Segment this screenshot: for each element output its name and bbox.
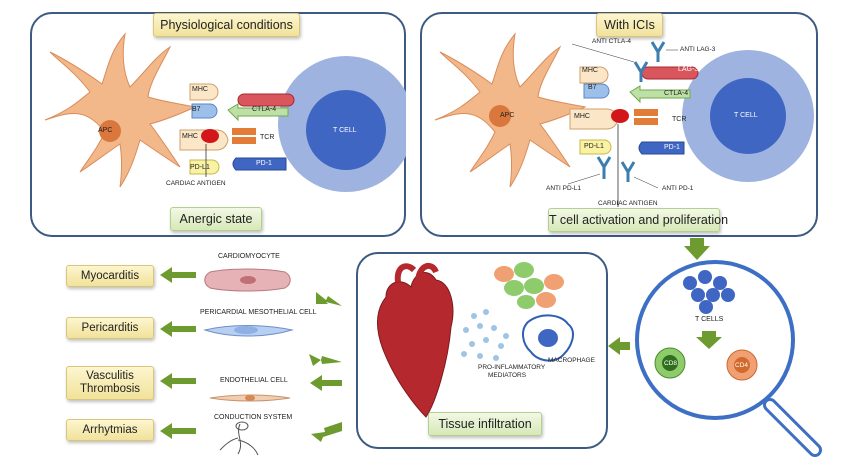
pd1-shape <box>232 157 287 171</box>
apc-label: APC <box>98 127 113 134</box>
cd4-label: CD4 <box>735 362 749 369</box>
tcell-inner <box>710 78 786 154</box>
ctla4-label: CTLA-4 <box>252 106 277 113</box>
outcome-arrows <box>160 267 196 439</box>
cardiomyocyte-label: CARDIOMYOCYTE <box>218 253 280 260</box>
icis-illustration <box>434 32 814 207</box>
cardiac-antigen-label: CARDIAC ANTIGEN <box>598 200 658 207</box>
anti-lag3-antibody <box>650 41 666 62</box>
antigen-shape <box>201 129 219 143</box>
magnifier-illustration <box>635 260 822 457</box>
apc-nucleus <box>489 105 511 127</box>
infiltration-arrows <box>309 292 342 442</box>
mhc-top-label: MHC <box>582 67 598 74</box>
mediators-label-line1: PRO-INFLAMMATORY <box>478 364 546 371</box>
tcr-shape <box>232 128 256 144</box>
pericarditis-box: Pericarditis <box>66 317 154 339</box>
infiltration-illustration <box>377 262 574 418</box>
thrombosis-label: Thrombosis <box>79 383 141 395</box>
left-arrow-to-infiltration <box>608 337 630 355</box>
ctla4-shape <box>227 103 289 122</box>
mesothelial-label: PERICARDIAL MESOTHELIAL CELL <box>200 309 317 316</box>
tissue-infiltration-label: Tissue infiltration <box>428 412 542 436</box>
pdl1-shape <box>189 159 220 175</box>
vasculitis-label: Vasculitis <box>86 370 134 382</box>
mhc-mid-label: MHC <box>182 133 198 140</box>
pericarditis-label: Pericarditis <box>81 321 139 334</box>
magnifier-down-arrow <box>696 331 722 349</box>
physiological-illustration <box>44 32 406 192</box>
pdl1-shape <box>579 139 612 155</box>
mediator-dots <box>461 309 509 361</box>
icis-title: With ICIs <box>596 13 663 37</box>
lag3-shape <box>237 93 295 107</box>
anti-ctla4-antibody <box>633 61 649 82</box>
pd1-shape <box>638 141 685 155</box>
b7-label: B7 <box>192 106 201 113</box>
tcr-label: TCR <box>672 116 687 123</box>
tcells-label: T CELLS <box>695 316 724 323</box>
b7-label: B7 <box>588 84 597 91</box>
anti-pd1-antibody <box>620 161 636 182</box>
pdl1-label: PD-L1 <box>584 143 604 150</box>
down-arrow <box>684 238 710 260</box>
arrhytmias-box: Arrhytmias <box>66 419 154 441</box>
heart-shape <box>377 272 454 418</box>
apc-label: APC <box>500 112 515 119</box>
cytokine-cluster <box>494 262 564 309</box>
apc-cell <box>44 32 197 188</box>
conduction-label: CONDUCTION SYSTEM <box>214 414 293 421</box>
endothelial-label: ENDOTHELIAL CELL <box>220 377 288 384</box>
tcell-label: T CELL <box>333 127 357 134</box>
pd1-label: PD-1 <box>256 160 272 167</box>
mhc-mid-label: MHC <box>574 113 590 120</box>
conduction-system-shape <box>219 421 259 456</box>
lag3-label: LAG-3 <box>678 66 699 73</box>
tcell-inner <box>306 90 386 170</box>
tcr-label: TCR <box>260 134 275 141</box>
ctla4-label: CTLA-4 <box>664 90 689 97</box>
cardiac-antigen-label: CARDIAC ANTIGEN <box>166 180 226 187</box>
tcell-cluster <box>683 270 735 314</box>
tcell-label: T CELL <box>734 112 758 119</box>
myocarditis-label: Myocarditis <box>80 269 140 282</box>
ctla4-shape <box>629 85 691 104</box>
pd1-label: PD-1 <box>664 144 680 151</box>
cd8-label: CD8 <box>664 360 678 367</box>
target-cells-illustration <box>160 267 342 456</box>
mhc-top-shape <box>189 83 219 101</box>
macrophage-label: MACROPHAGE <box>548 357 595 364</box>
mhc-top-shape <box>579 66 609 84</box>
mediators-label-line2: MEDIATORS <box>488 372 527 379</box>
myocarditis-box: Myocarditis <box>66 265 154 287</box>
mhc-top-label: MHC <box>192 86 208 93</box>
b7-shape <box>583 83 610 99</box>
apc-cell <box>434 32 587 188</box>
lag3-label: LAG-3 <box>258 88 279 95</box>
anti-pdl1-label: ANTI PD-L1 <box>546 185 582 192</box>
pdl1-label: PD-L1 <box>190 164 210 171</box>
anti-ctla4-label: ANTI CTLA-4 <box>592 38 632 45</box>
antigen-shape <box>611 109 629 123</box>
vasculitis-thrombosis-box: Vasculitis Thrombosis <box>66 366 154 400</box>
tcr-shape <box>634 109 658 125</box>
anti-lag3-label: ANTI LAG-3 <box>680 46 716 53</box>
tcell-activation-label: T cell activation and proliferation <box>548 208 728 232</box>
physiological-title: Physiological conditions <box>153 13 300 37</box>
anti-pdl1-antibody <box>596 156 612 179</box>
b7-shape <box>191 103 218 119</box>
apc-nucleus <box>99 120 121 142</box>
arrhytmias-label: Arrhytmias <box>82 423 138 436</box>
anergic-state-label: Anergic state <box>170 207 262 231</box>
anti-pd1-label: ANTI PD-1 <box>662 185 694 192</box>
